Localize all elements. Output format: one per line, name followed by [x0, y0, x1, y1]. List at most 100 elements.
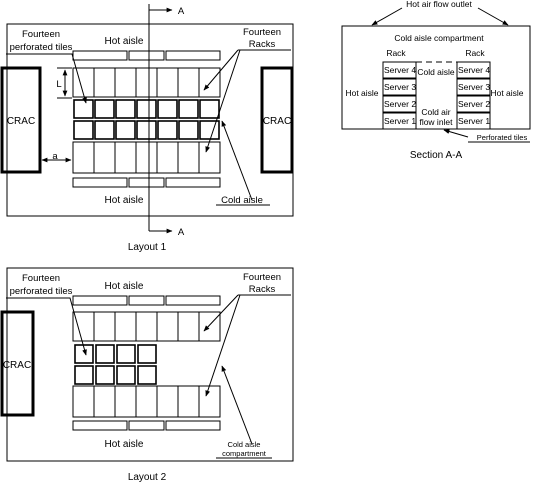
- perforated-tile: [116, 344, 136, 364]
- layout-2-racks-label-2: Racks: [249, 284, 276, 295]
- layout-1-racks-label-1: Fourteen: [243, 27, 281, 38]
- perforated-tile: [199, 99, 220, 119]
- section-labels: Hot air flow outlet Cold aisle compartme…: [345, 0, 527, 161]
- server-label: Server 4: [384, 65, 416, 75]
- section-cold-aisle: Cold aisle: [417, 67, 455, 77]
- rack: [156, 385, 179, 418]
- rack: [198, 385, 221, 418]
- layout-2-labels: CRAC Hot aisle Hot aisle Fourteen perfor…: [3, 272, 281, 483]
- rack: [93, 67, 116, 98]
- section-a-a: [341, 7, 531, 143]
- rack: [114, 385, 137, 418]
- layout-1-hot-aisle-bottom: Hot aisle: [105, 195, 144, 206]
- server-box: [382, 95, 417, 113]
- perforated-tile: [178, 120, 199, 140]
- rack: [135, 311, 158, 342]
- rack: [72, 311, 95, 342]
- rack: [177, 311, 200, 342]
- section-hot-aisle-left: Hot aisle: [345, 88, 378, 98]
- layout-2-crac-label: CRAC: [3, 360, 31, 371]
- layout-2-bottom-bar: [72, 420, 128, 431]
- rack: [177, 141, 200, 174]
- rack: [72, 385, 95, 418]
- layout-2-hot-aisle-top: Hot aisle: [105, 281, 144, 292]
- outlet-arrow-right: [477, 7, 509, 26]
- server-label: Server 1: [384, 116, 416, 126]
- layout-2-top-bar: [128, 295, 165, 306]
- layout-2-tiles-leader: [6, 297, 87, 356]
- rack: [93, 311, 116, 342]
- rack: [198, 311, 221, 342]
- rack: [114, 311, 137, 342]
- layout-2-bottom-rack-row: [72, 385, 221, 418]
- layout-1-bottom-bar: [72, 177, 128, 188]
- section-rack-right: Rack: [465, 48, 485, 58]
- perforated-tile: [136, 120, 157, 140]
- layout-2-racks-leader-bottom: [205, 294, 241, 397]
- perforated-tile: [137, 344, 157, 364]
- layout-2: [0, 267, 294, 462]
- layout-2-crac: [0, 310, 35, 417]
- layout-1-bottom-bar: [165, 177, 221, 188]
- layout-2-tile-row-2: [74, 365, 157, 385]
- perforated-tile: [74, 344, 94, 364]
- racks-leader-top: [203, 49, 239, 91]
- rack: [156, 311, 179, 342]
- perforated-tile: [94, 120, 115, 140]
- layout-2-tile-row-1: [74, 344, 157, 364]
- section-perforated-label: Perforated tiles: [477, 133, 528, 142]
- layout-1-tile-row-1: [73, 99, 220, 119]
- rack: [156, 67, 179, 98]
- layout-1: [0, 4, 294, 234]
- perforated-tile: [74, 365, 94, 385]
- tiles-leader: [6, 53, 87, 104]
- section-rack-left: Rack: [386, 48, 406, 58]
- perforated-tile: [73, 99, 94, 119]
- section-inlet-label-1: Cold air: [421, 107, 450, 117]
- section-marker-top: A: [178, 6, 185, 17]
- layout-2-tiles-label-2: perforated tiles: [10, 286, 73, 297]
- layout-2-racks-leader-top: [203, 294, 239, 332]
- server-box: [456, 78, 491, 96]
- layout-2-top-rack-row: [72, 311, 221, 342]
- server-label: Server 1: [458, 116, 490, 126]
- dim-L-label: L: [56, 79, 61, 90]
- perforated-tile: [115, 120, 136, 140]
- layout-1-racks-label-2: Racks: [249, 39, 276, 50]
- section-marker-bottom: A: [178, 227, 185, 238]
- layout-2-compartment-label-1: Cold aisle: [228, 440, 261, 449]
- layout-2-top-bar: [72, 295, 128, 306]
- perforated-tile: [94, 99, 115, 119]
- server-label: Server 2: [458, 99, 490, 109]
- perforated-tile: [157, 120, 178, 140]
- rack: [198, 141, 221, 174]
- rack: [198, 67, 221, 98]
- section-caption: Section A-A: [410, 150, 463, 161]
- layout-1-cold-aisle: Cold aisle: [221, 195, 263, 206]
- rack: [114, 67, 137, 98]
- layout-1-hot-aisle-top: Hot aisle: [105, 36, 144, 47]
- perforated-tile: [178, 99, 199, 119]
- section-room-outline: [341, 25, 531, 130]
- layout-1-top-bar: [72, 50, 128, 61]
- rack: [72, 141, 95, 174]
- layout-2-bottom-bar: [165, 420, 221, 431]
- racks-leader-bottom: [205, 49, 241, 153]
- layout-1-crac-right: [260, 66, 294, 174]
- rack: [177, 67, 200, 98]
- server-box: [456, 112, 491, 130]
- layout-1-bottom-rack-row: [72, 141, 221, 174]
- layout-1-tile-row-2: [73, 120, 220, 140]
- layout-2-room-outline: [6, 267, 294, 462]
- section-compartment-label: Cold aisle compartment: [394, 33, 484, 43]
- perforated-tile: [95, 344, 115, 364]
- layout-2-tiles-label-1: Fourteen: [22, 273, 60, 284]
- server-box: [382, 112, 417, 130]
- layout-1-top-bar: [128, 50, 165, 61]
- server-label: Server 2: [384, 99, 416, 109]
- rack: [135, 141, 158, 174]
- perforated-tile: [115, 99, 136, 119]
- server-box: [456, 95, 491, 113]
- layout-2-racks-label-1: Fourteen: [243, 272, 281, 283]
